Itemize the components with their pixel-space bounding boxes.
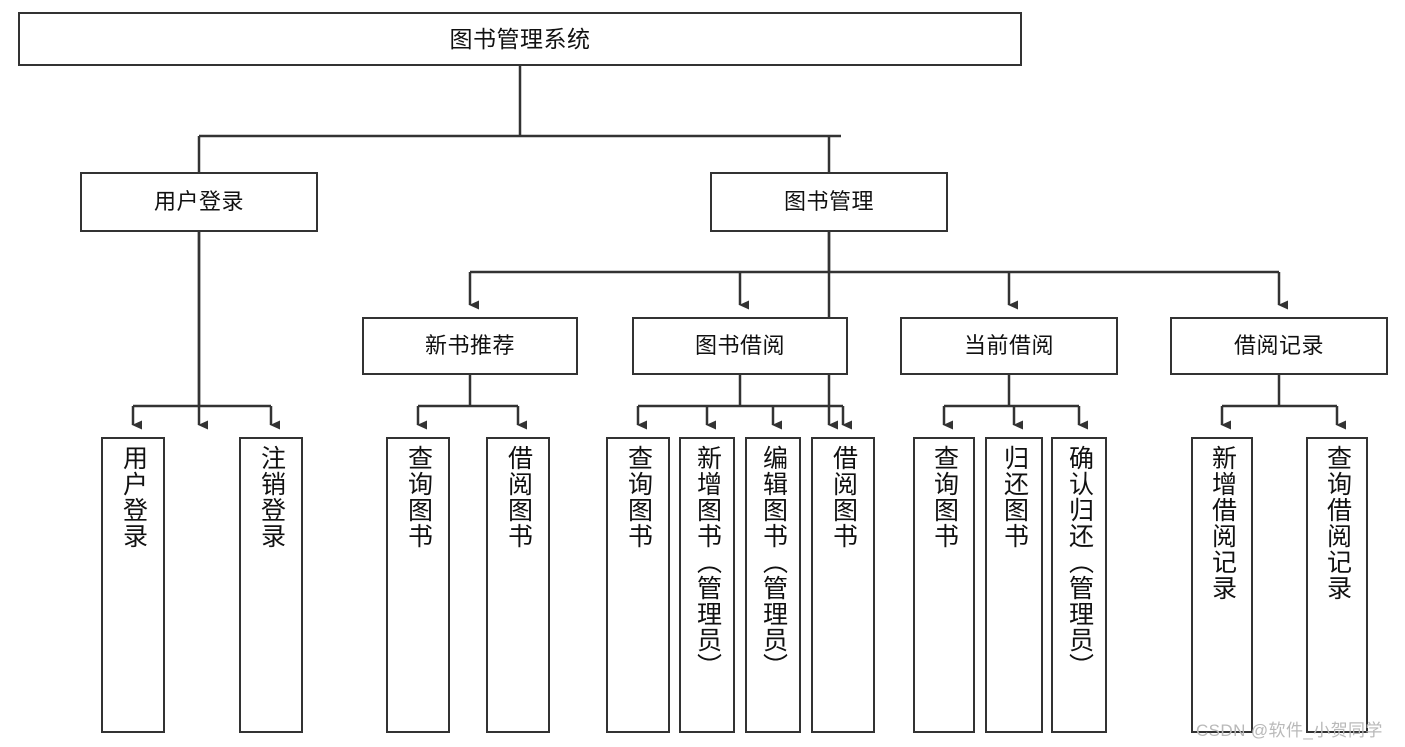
- node-label-leaf-confirm-return: 确认归还（管理员）: [1065, 445, 1094, 679]
- node-book-borrow[interactable]: 图书借阅: [632, 317, 848, 375]
- node-leaf-query-book-rec[interactable]: 查询图书: [386, 437, 450, 733]
- node-label-leaf-query-book-cur: 查询图书: [930, 445, 959, 549]
- csdn-watermark: CSDN @软件_小贺同学: [1196, 721, 1383, 740]
- node-leaf-add-book[interactable]: 新增图书（管理员）: [679, 437, 735, 733]
- node-label-borrow-record: 借阅记录: [1233, 333, 1324, 359]
- edge-currentborrow-to-leaves: [942, 375, 1088, 430]
- edge-bookborrow-to-leaves: [636, 375, 852, 430]
- node-label-new-book-rec: 新书推荐: [424, 333, 515, 359]
- node-leaf-edit-book[interactable]: 编辑图书（管理员）: [745, 437, 801, 733]
- node-leaf-add-record[interactable]: 新增借阅记录: [1191, 437, 1253, 733]
- node-label-leaf-add-record: 新增借阅记录: [1208, 445, 1237, 601]
- edge-newbookrec-to-leaves: [416, 375, 527, 430]
- node-label-leaf-borrow-book: 借阅图书: [829, 445, 858, 549]
- node-leaf-query-record[interactable]: 查询借阅记录: [1306, 437, 1368, 733]
- node-label-leaf-return-book: 归还图书: [1000, 445, 1029, 549]
- node-label-leaf-logout: 注销登录: [257, 445, 286, 549]
- node-label-root: 图书管理系统: [449, 25, 591, 52]
- node-label-leaf-query-record: 查询借阅记录: [1323, 445, 1352, 601]
- node-label-leaf-edit-book: 编辑图书（管理员）: [759, 445, 788, 679]
- node-borrow-record[interactable]: 借阅记录: [1170, 317, 1388, 375]
- node-leaf-query-book-borrow[interactable]: 查询图书: [606, 437, 670, 733]
- node-leaf-query-book-cur[interactable]: 查询图书: [913, 437, 975, 733]
- node-label-leaf-user-login: 用户登录: [119, 445, 148, 549]
- node-book-manage[interactable]: 图书管理: [710, 172, 948, 232]
- node-label-leaf-query-book-borrow: 查询图书: [624, 445, 653, 549]
- node-label-leaf-add-book: 新增图书（管理员）: [693, 445, 722, 679]
- node-leaf-logout[interactable]: 注销登录: [239, 437, 303, 733]
- node-leaf-confirm-return[interactable]: 确认归还（管理员）: [1051, 437, 1107, 733]
- node-label-leaf-query-book-rec: 查询图书: [404, 445, 433, 549]
- node-label-book-borrow: 图书借阅: [694, 333, 785, 359]
- node-leaf-return-book[interactable]: 归还图书: [985, 437, 1043, 733]
- node-leaf-user-login[interactable]: 用户登录: [101, 437, 165, 733]
- edge-userlogin-to-leaves: [131, 232, 280, 430]
- node-label-leaf-borrow-book-rec: 借阅图书: [504, 445, 533, 549]
- node-current-borrow[interactable]: 当前借阅: [900, 317, 1118, 375]
- node-root[interactable]: 图书管理系统: [18, 12, 1022, 66]
- edge-borrowrecord-to-leaves: [1220, 375, 1346, 430]
- node-new-book-rec[interactable]: 新书推荐: [362, 317, 578, 375]
- node-leaf-borrow-book[interactable]: 借阅图书: [811, 437, 875, 733]
- edge-bookmanage-to-level3: [468, 232, 1288, 310]
- node-leaf-borrow-book-rec[interactable]: 借阅图书: [486, 437, 550, 733]
- node-label-user-login: 用户登录: [153, 189, 244, 215]
- node-label-book-manage: 图书管理: [783, 189, 874, 215]
- node-user-login[interactable]: 用户登录: [80, 172, 318, 232]
- node-label-current-borrow: 当前借阅: [963, 333, 1054, 359]
